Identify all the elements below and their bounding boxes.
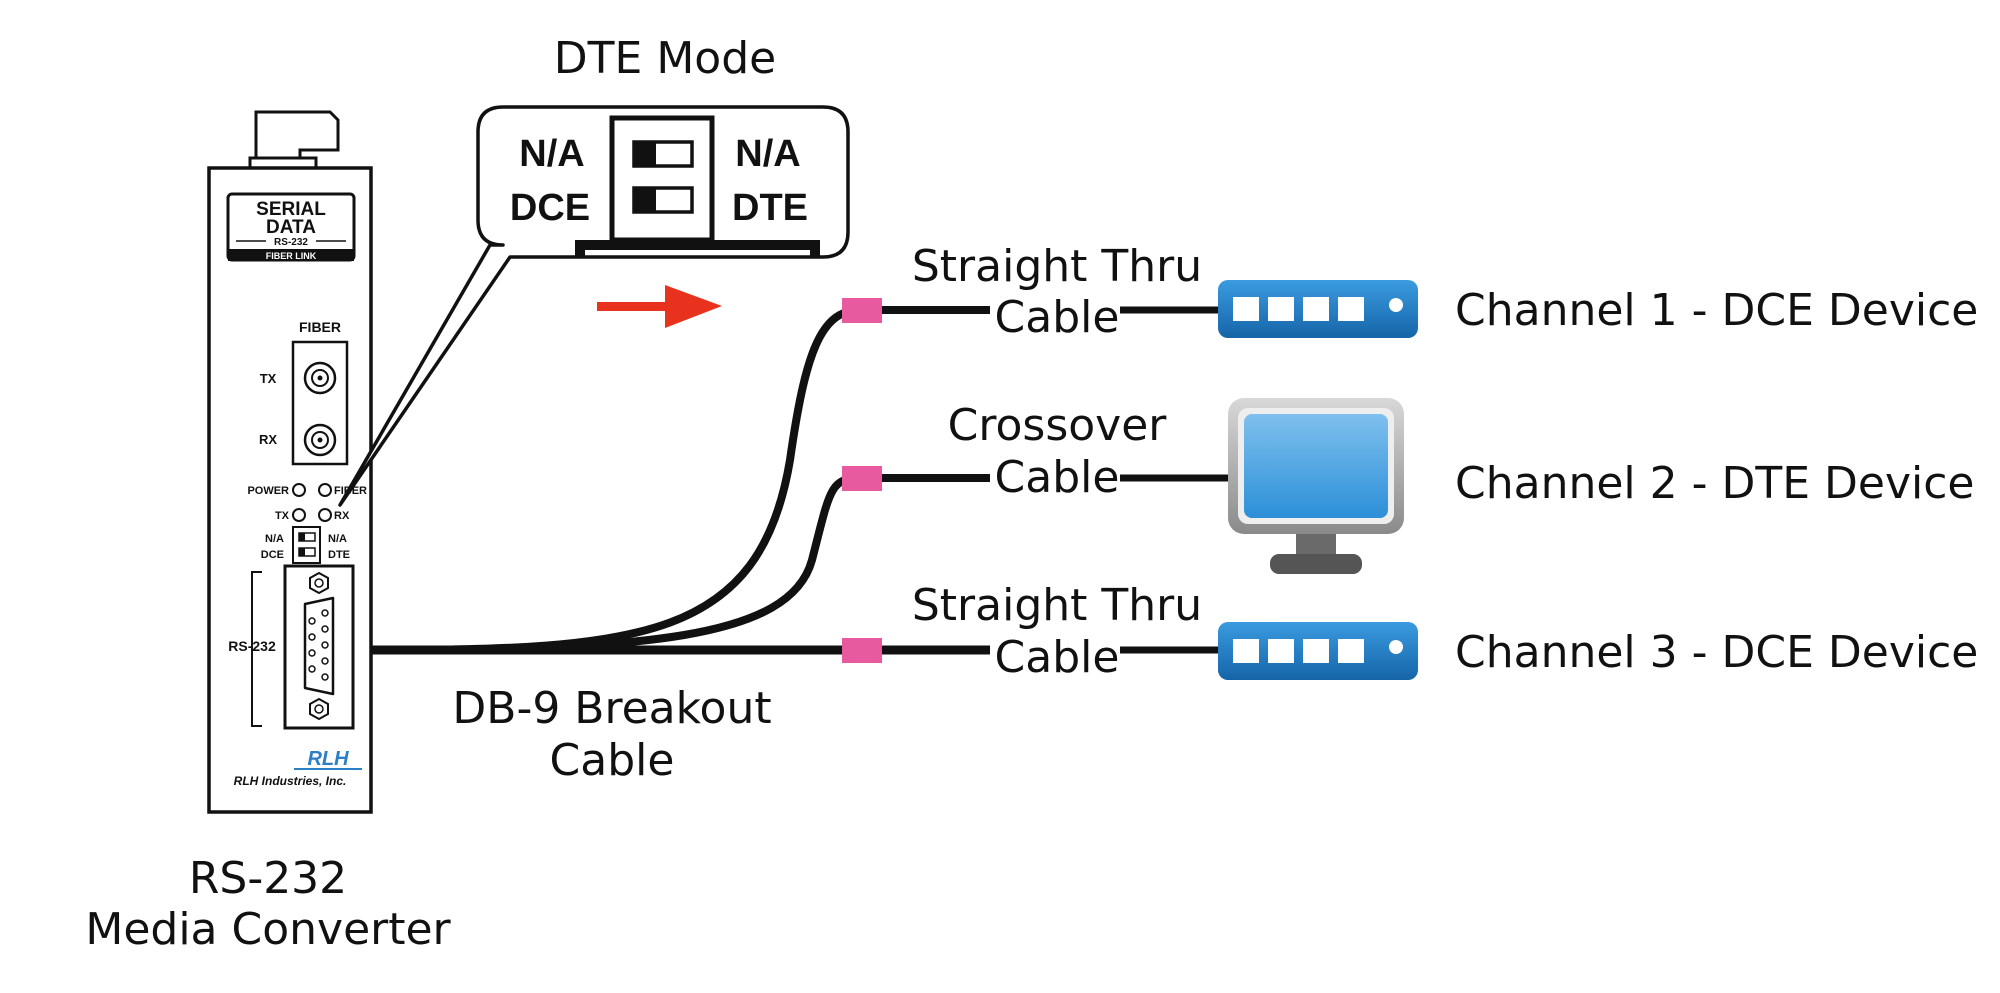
breakout-cable-label-line1: DB-9 Breakout	[452, 683, 771, 734]
brand-line1: SERIAL	[256, 199, 326, 220]
fiber-tx-label: TX	[260, 371, 277, 386]
fiber-label: FIBER	[299, 319, 341, 335]
channel-1: Straight Thru Cable Channel 1 - DCE Devi…	[842, 241, 1978, 343]
converter-caption-line2: Media Converter	[85, 904, 451, 955]
callout-right-top: N/A	[735, 133, 800, 175]
mini-switch-right-top: N/A	[328, 533, 347, 545]
hex-screw-icon	[309, 697, 329, 721]
fiber-led-icon	[318, 483, 332, 497]
connector-icon	[842, 466, 882, 491]
connector-icon	[842, 638, 882, 663]
red-arrow-icon	[597, 285, 722, 328]
callout-bubble	[338, 105, 850, 507]
channel-2-device-label: Channel 2 - DTE Device	[1455, 458, 1975, 509]
mini-switch-left-bottom: DCE	[261, 549, 284, 561]
channel-3: Straight Thru Cable Channel 3 - DCE Devi…	[842, 580, 1978, 683]
mini-switch-right-bottom: DTE	[328, 549, 350, 561]
fiber-tx-port-icon	[303, 361, 337, 395]
channel-3-device-label: Channel 3 - DCE Device	[1455, 627, 1978, 678]
dte-mode-callout: DTE Mode N/A DCE N/A DTE	[338, 33, 850, 507]
dip-switch-icon	[292, 526, 321, 564]
callout-left-bottom: DCE	[510, 187, 590, 229]
callout-base-bar	[575, 240, 820, 250]
led-tx-label: TX	[275, 510, 290, 522]
channel-1-device-label: Channel 1 - DCE Device	[1455, 285, 1978, 336]
led-rx-label: RX	[334, 510, 350, 522]
led-power-label: POWER	[247, 485, 289, 497]
callout-title: DTE Mode	[554, 33, 776, 84]
rx-led-icon	[318, 508, 332, 522]
mini-switch-left-top: N/A	[265, 533, 284, 545]
channel-1-cable-line1: Straight Thru	[912, 241, 1202, 292]
breakout-cable-label-line2: Cable	[550, 735, 675, 786]
network-device-icon	[1218, 622, 1418, 680]
fiber-rx-port-icon	[303, 423, 337, 457]
network-device-icon	[1218, 280, 1418, 338]
fiber-rx-label: RX	[259, 432, 277, 447]
channel-2-cable-line1: Crossover	[948, 400, 1168, 451]
hex-screw-icon	[309, 571, 329, 595]
maker-name: RLH Industries, Inc.	[234, 774, 347, 788]
maker-logo: RLH	[307, 748, 349, 770]
channel-2: Crossover Cable Channel 2 - DTE Device	[842, 398, 1975, 574]
monitor-icon	[1228, 398, 1404, 574]
callout-left-top: N/A	[519, 133, 584, 175]
media-converter: SERIAL DATA RS-232 FIBER LINK FIBER TX R…	[85, 110, 452, 955]
channel-2-cable-line2: Cable	[995, 452, 1120, 503]
large-dip-switch-icon	[609, 115, 715, 243]
converter-caption-line1: RS-232	[189, 853, 347, 904]
power-led-icon	[292, 483, 306, 497]
db9-connector-icon	[303, 596, 335, 696]
channel-1-cable-line2: Cable	[995, 292, 1120, 343]
brand-line4: FIBER LINK	[266, 251, 317, 261]
channel-3-cable-line1: Straight Thru	[912, 580, 1202, 631]
callout-right-bottom: DTE	[732, 187, 808, 229]
brand-line3: RS-232	[274, 237, 308, 248]
channel-3-cable-line2: Cable	[995, 632, 1120, 683]
rs232-port-label: RS-232	[228, 638, 276, 654]
connector-icon	[842, 298, 882, 323]
tx-led-icon	[292, 508, 306, 522]
brand-line2: DATA	[266, 217, 316, 238]
